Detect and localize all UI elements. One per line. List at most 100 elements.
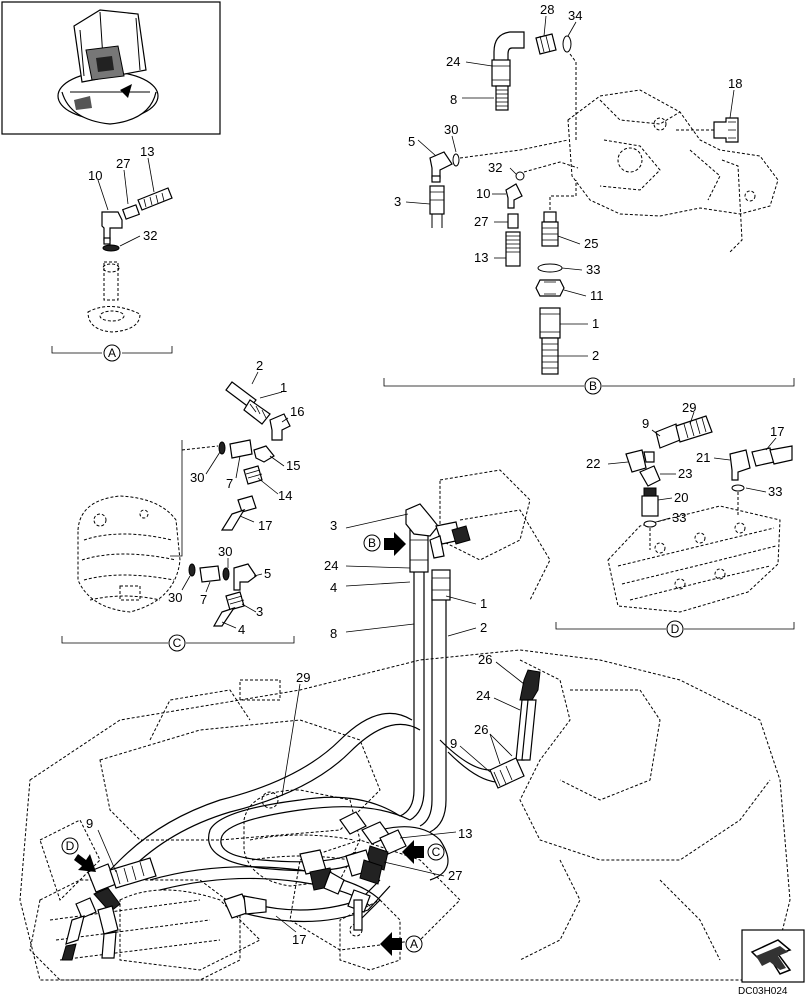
callout-13: 13 — [140, 144, 154, 159]
o-ring-30-c2 — [188, 563, 196, 577]
callout-24-main-b: 24 — [476, 688, 490, 703]
callout-9-d: 9 — [642, 416, 649, 431]
callout-8: 8 — [450, 92, 457, 107]
callout-4-main: 4 — [330, 580, 337, 595]
orientation-arrow-icon — [741, 929, 805, 983]
port-housing-a — [87, 261, 141, 333]
callout-22: 22 — [586, 456, 600, 471]
callout-8-main: 8 — [330, 626, 337, 641]
callout-1: 1 — [592, 316, 599, 331]
fitting-20 — [641, 487, 659, 517]
callout-11: 11 — [590, 288, 604, 303]
view-arrow-c: C — [402, 840, 445, 864]
callout-21: 21 — [696, 450, 710, 465]
callout-17-c: 17 — [258, 518, 272, 533]
fitting-23 — [639, 465, 661, 487]
detail-b-inset: 18 24 8 28 34 — [383, 2, 795, 395]
callout-5-c: 5 — [264, 566, 271, 581]
machine-locator-inset — [1, 1, 221, 135]
callout-33-d2: 33 — [768, 484, 782, 499]
fitting-25 — [541, 211, 559, 247]
callout-30-c3: 30 — [218, 544, 232, 559]
callout-30: 30 — [444, 122, 458, 137]
callout-28: 28 — [540, 2, 554, 17]
callout-3-main: 3 — [330, 518, 337, 533]
view-arrow-a: A — [380, 932, 423, 956]
control-valve-d — [607, 505, 781, 613]
callout-26-main: 26 — [478, 652, 492, 667]
callout-17-d: 17 — [770, 424, 784, 439]
hose-29-9-d — [655, 415, 713, 449]
swing-motor-main — [243, 789, 361, 887]
callout-27-b: 27 — [474, 214, 488, 229]
detail-a-inset: 10 27 13 32 A — [51, 144, 173, 362]
callout-27: 27 — [116, 156, 130, 171]
detail-d-caption: D — [671, 622, 680, 636]
center-fitting-cluster — [299, 811, 407, 931]
detail-d-inset: 9 29 22 23 20 33 21 17 33 D — [555, 400, 795, 638]
callout-4-c: 4 — [238, 622, 245, 637]
adapter-27-b — [507, 213, 519, 229]
hose-1-2 — [539, 307, 561, 375]
hose-24-8-with-elbow — [491, 31, 525, 111]
callout-33: 33 — [586, 262, 600, 277]
hose-24-26-main — [489, 669, 541, 789]
o-ring-33-d1 — [643, 520, 657, 528]
callout-15: 15 — [286, 458, 300, 473]
callout-18: 18 — [728, 76, 742, 91]
hose-17-c — [220, 495, 257, 531]
svg-text:C: C — [432, 845, 441, 859]
o-ring-30-c1 — [218, 441, 226, 455]
view-arrow-b: B — [363, 532, 406, 556]
control-valve-main — [29, 857, 267, 981]
callout-25: 25 — [584, 236, 598, 251]
callout-9-main: 9 — [450, 736, 457, 751]
plug-18 — [713, 117, 739, 143]
swing-motor-c — [77, 495, 181, 613]
elbow-22 — [625, 449, 655, 473]
detail-a-caption: A — [108, 346, 116, 360]
callout-24-main: 24 — [324, 558, 338, 573]
o-ring-30 — [452, 153, 460, 167]
callout-3: 3 — [394, 194, 401, 209]
elbow-fitting-10-b — [505, 183, 523, 209]
detail-a-caption-circle — [103, 344, 121, 362]
detail-d-caption-circle — [666, 620, 684, 638]
callout-9-main-b: 9 — [86, 816, 93, 831]
callout-14: 14 — [278, 488, 292, 503]
callout-20: 20 — [674, 490, 688, 505]
callout-26-main-b: 26 — [474, 722, 488, 737]
callout-10-b: 10 — [476, 186, 490, 201]
callout-7-c1: 7 — [226, 476, 233, 491]
hose-3-end — [429, 185, 445, 228]
callout-33-d1: 33 — [672, 510, 686, 525]
o-ring-30-c3 — [222, 567, 230, 581]
adapter-28 — [535, 33, 557, 55]
callout-24: 24 — [446, 54, 460, 69]
callout-10: 10 — [88, 168, 102, 183]
drawing-code: DC03H024 — [738, 986, 788, 997]
callout-2: 2 — [592, 348, 599, 363]
hose-17-d — [751, 445, 793, 467]
detail-c-inset: 2 1 16 15 14 17 7 30 30 30 7 — [61, 358, 304, 652]
callout-27-main: 27 — [448, 868, 462, 883]
callout-29-main: 29 — [296, 670, 310, 685]
elbow-fitting-5 — [429, 151, 453, 183]
svg-text:B: B — [368, 536, 376, 550]
o-ring-32-b — [515, 171, 525, 181]
hose-3-4-c — [212, 591, 245, 627]
callout-2-main: 2 — [480, 620, 487, 635]
callout-7-c2: 7 — [200, 592, 207, 607]
hose-13-end — [137, 187, 173, 211]
tee-15 — [253, 445, 275, 463]
callout-17-main: 17 — [292, 932, 306, 947]
o-ring-33 — [537, 263, 563, 273]
callout-23: 23 — [678, 466, 692, 481]
callout-34: 34 — [568, 8, 582, 23]
fitting-14 — [243, 465, 263, 485]
adapter-7-c2 — [199, 565, 221, 583]
adapter-11 — [535, 279, 565, 297]
detail-c-caption-circle — [168, 634, 186, 652]
elbow-21 — [729, 449, 751, 481]
